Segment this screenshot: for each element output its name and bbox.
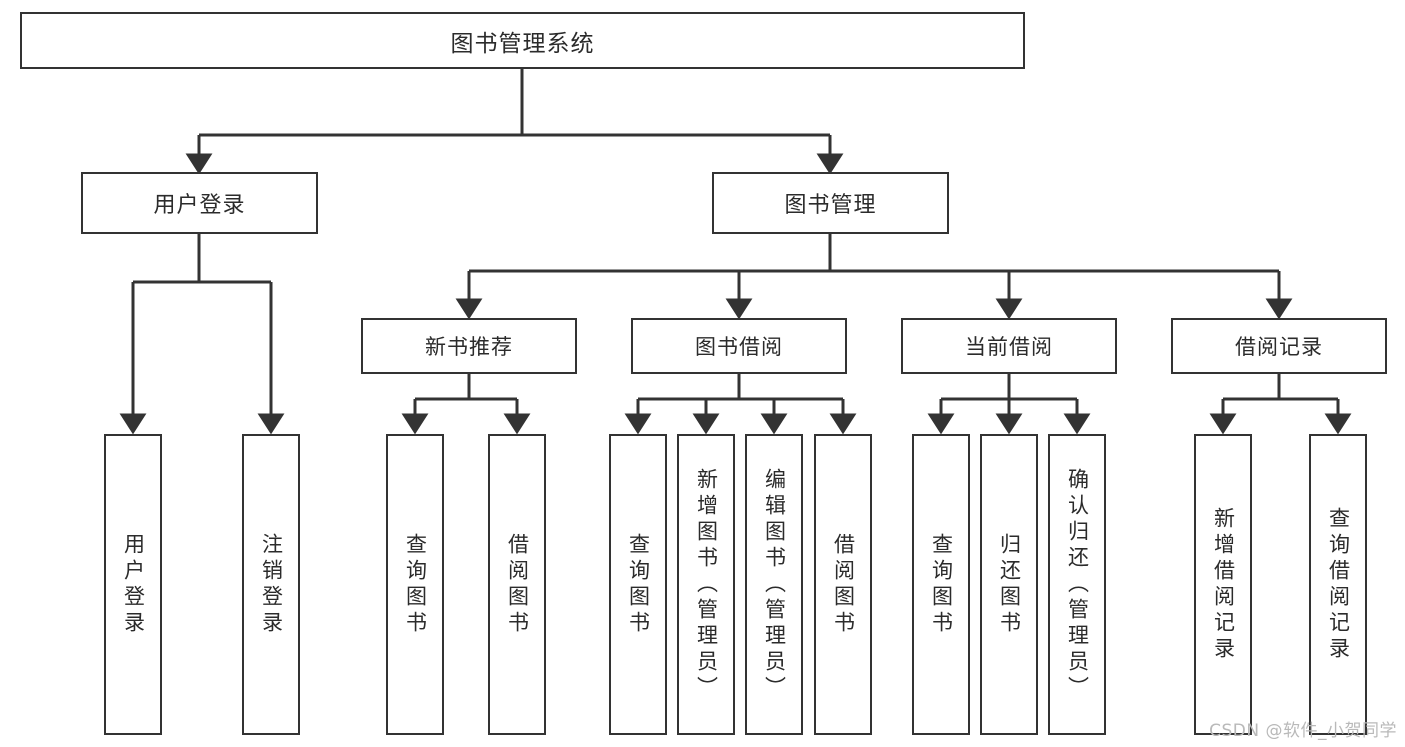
- node-borrow-record-label: 借阅记录: [1235, 335, 1323, 359]
- node-leaf-borrow-book-borrow-label: 借阅图书: [831, 532, 856, 637]
- node-new-book-recommend[interactable]: 新书推荐: [361, 318, 577, 374]
- node-borrow-record[interactable]: 借阅记录: [1171, 318, 1387, 374]
- node-leaf-add-book-admin-label: 新增图书（管理员）: [694, 467, 719, 702]
- node-leaf-logout[interactable]: 注销登录: [242, 434, 300, 735]
- node-book-borrow[interactable]: 图书借阅: [631, 318, 847, 374]
- node-new-book-recommend-label: 新书推荐: [425, 335, 513, 359]
- node-leaf-query-book-current[interactable]: 查询图书: [912, 434, 970, 735]
- node-book-borrow-label: 图书借阅: [695, 335, 783, 359]
- node-leaf-borrow-book-newbook[interactable]: 借阅图书: [488, 434, 546, 735]
- node-leaf-logout-label: 注销登录: [259, 532, 284, 637]
- node-leaf-user-login-label: 用户登录: [121, 532, 146, 637]
- node-leaf-user-login[interactable]: 用户登录: [104, 434, 162, 735]
- node-current-borrow[interactable]: 当前借阅: [901, 318, 1117, 374]
- node-leaf-query-book-borrow-label: 查询图书: [626, 532, 651, 637]
- node-leaf-borrow-book-newbook-label: 借阅图书: [505, 532, 530, 637]
- node-book-management-label: 图书管理: [784, 193, 877, 218]
- node-leaf-add-borrow-record[interactable]: 新增借阅记录: [1194, 434, 1252, 735]
- watermark: CSDN @软件_小贺同学: [1209, 721, 1397, 741]
- node-leaf-return-book-label: 归还图书: [997, 532, 1022, 637]
- node-user-login[interactable]: 用户登录: [81, 172, 318, 234]
- node-leaf-query-borrow-record-label: 查询借阅记录: [1326, 506, 1351, 663]
- node-leaf-query-borrow-record[interactable]: 查询借阅记录: [1309, 434, 1367, 735]
- node-leaf-add-book-admin[interactable]: 新增图书（管理员）: [677, 434, 735, 735]
- node-leaf-query-book-borrow[interactable]: 查询图书: [609, 434, 667, 735]
- node-root-label: 图书管理系统: [450, 30, 595, 57]
- node-leaf-query-book-current-label: 查询图书: [929, 532, 954, 637]
- node-leaf-confirm-return-admin-label: 确认归还（管理员）: [1065, 467, 1090, 702]
- node-leaf-borrow-book-borrow[interactable]: 借阅图书: [814, 434, 872, 735]
- node-leaf-edit-book-admin[interactable]: 编辑图书（管理员）: [745, 434, 803, 735]
- node-leaf-return-book[interactable]: 归还图书: [980, 434, 1038, 735]
- node-root[interactable]: 图书管理系统: [20, 12, 1025, 69]
- node-leaf-add-borrow-record-label: 新增借阅记录: [1211, 506, 1236, 663]
- node-leaf-query-book-newbook-label: 查询图书: [403, 532, 428, 637]
- node-leaf-edit-book-admin-label: 编辑图书（管理员）: [762, 467, 787, 702]
- node-leaf-query-book-newbook[interactable]: 查询图书: [386, 434, 444, 735]
- node-book-management[interactable]: 图书管理: [712, 172, 949, 234]
- node-leaf-confirm-return-admin[interactable]: 确认归还（管理员）: [1048, 434, 1106, 735]
- node-current-borrow-label: 当前借阅: [965, 335, 1053, 359]
- node-user-login-label: 用户登录: [153, 193, 246, 218]
